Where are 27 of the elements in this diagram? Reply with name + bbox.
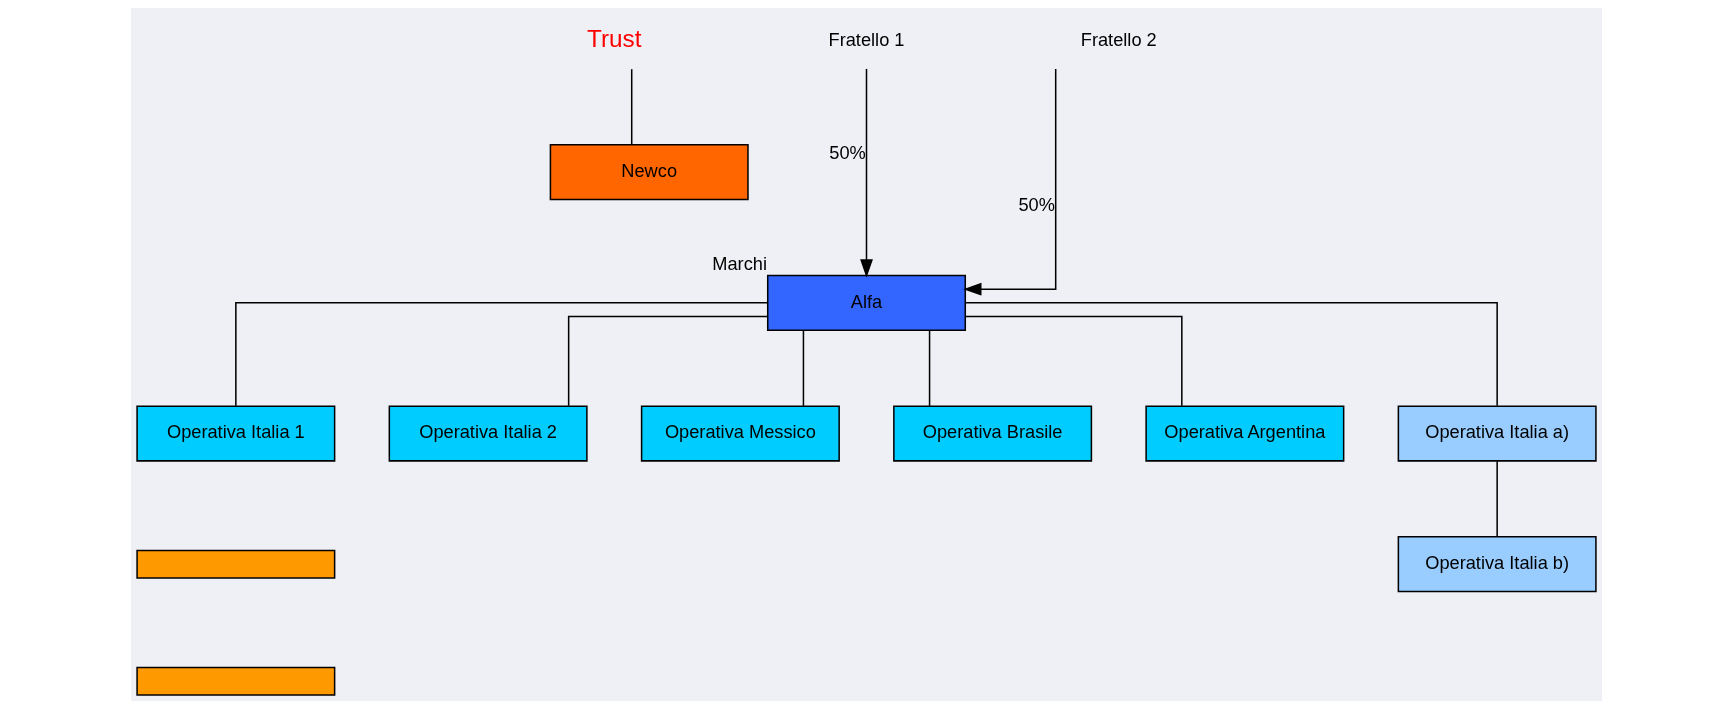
node-box: Operativa Italia a) [1397, 405, 1597, 462]
connector [1496, 460, 1498, 538]
node-label: Marchi [712, 253, 767, 275]
node-box: Newco [549, 144, 749, 201]
node-text: Fratello 2 [1080, 29, 1157, 51]
node-box: Operativa Italia 2 [388, 405, 588, 462]
connector [964, 315, 1183, 407]
connector [567, 315, 769, 407]
connector [928, 329, 931, 407]
node-bar [136, 549, 336, 579]
node-box: Alfa [766, 274, 967, 331]
connector [964, 302, 1498, 407]
edge-label: 50% [829, 142, 866, 164]
connector [235, 302, 769, 407]
node-text: Fratello 1 [828, 29, 905, 51]
connector [630, 68, 633, 146]
edge-label: 50% [1018, 194, 1055, 216]
node-box: Operativa Italia 1 [136, 405, 336, 462]
node-box: Operativa Messico [640, 405, 840, 462]
arrow [860, 68, 873, 278]
node-box: Operativa Brasile [893, 405, 1093, 462]
node-box: Operativa Italia b) [1397, 536, 1597, 593]
node-text: Trust [587, 25, 642, 53]
arrow [963, 68, 1057, 296]
node-box: Operativa Argentina [1145, 405, 1345, 462]
connector [802, 329, 805, 407]
node-bar [136, 666, 336, 696]
